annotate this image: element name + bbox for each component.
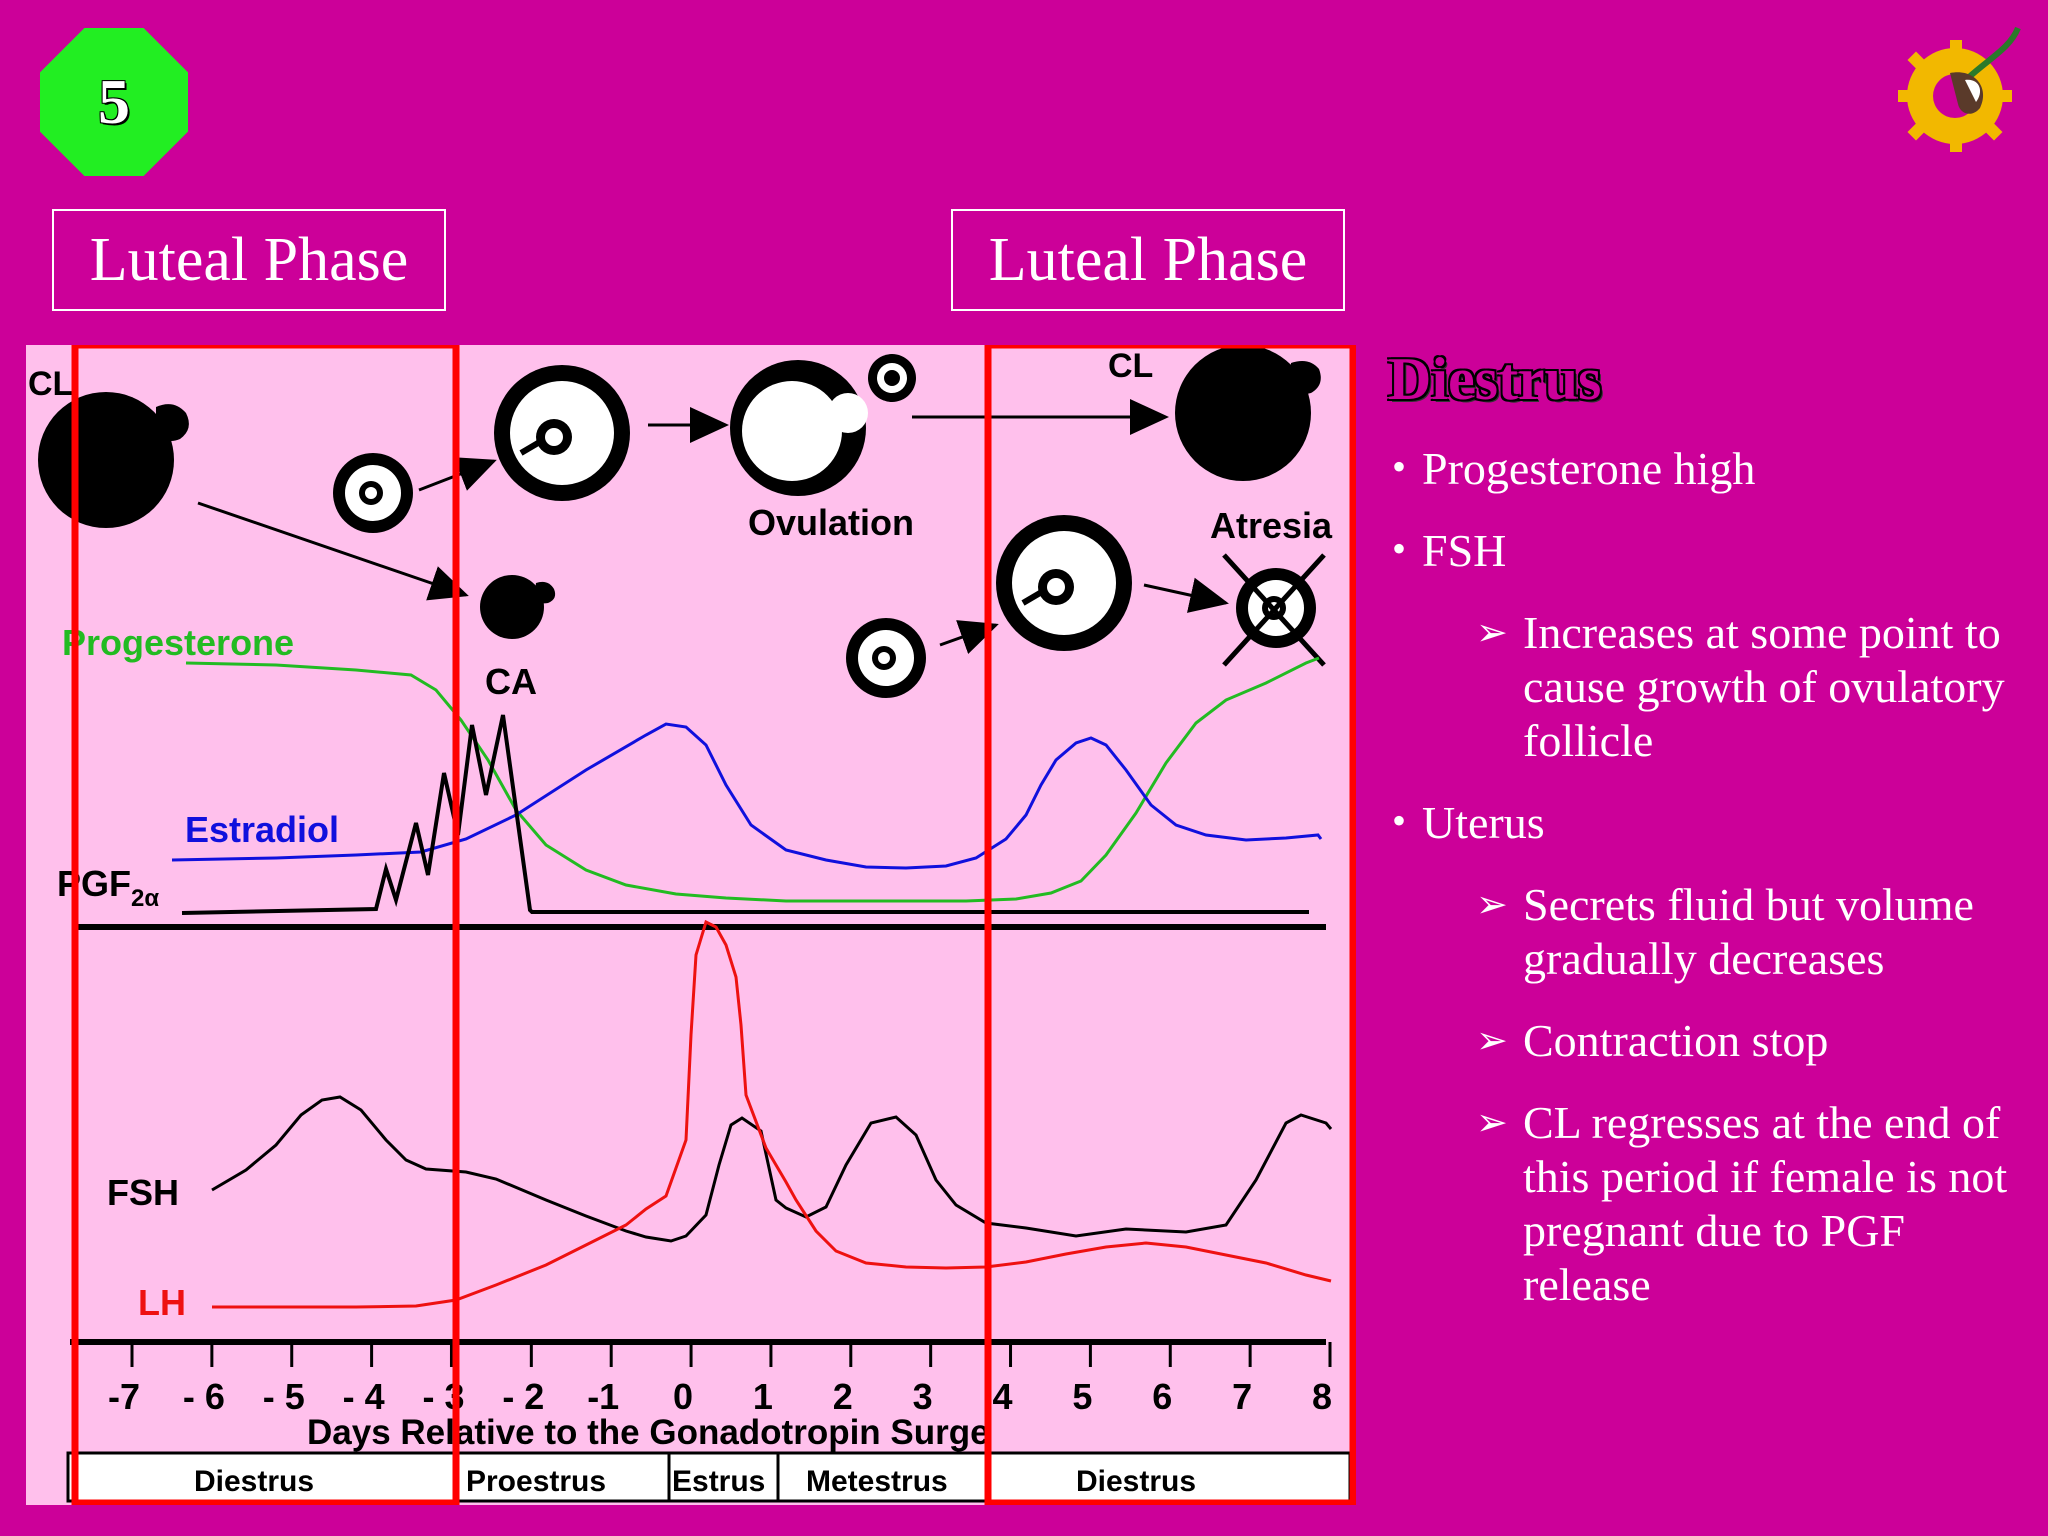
pgf2a-curve — [181, 714, 1309, 915]
x-axis-title: Days Relative to the Gonadotropin Surge — [307, 1413, 990, 1452]
slide-number-badge: 5 — [40, 28, 188, 176]
day-tick-label: 6 — [1152, 1376, 1172, 1417]
bullet-progesterone: Progesterone high — [1388, 440, 2028, 496]
stage-diestrus-left: Diestrus — [194, 1465, 314, 1498]
day-tick-label: -1 — [587, 1376, 619, 1417]
cl-right-label: CL — [1108, 347, 1153, 385]
estrous-cycle-diagram: CL CL Ovulation Atresia CA Progesterone … — [26, 345, 1356, 1505]
ovulation-label: Ovulation — [748, 502, 914, 543]
sub-contraction-stop: Contraction stop — [1388, 1014, 2028, 1068]
stage-metestrus: Metestrus — [806, 1465, 948, 1498]
progesterone-curve — [185, 656, 1320, 903]
pgf-label: PGF2α — [57, 863, 159, 912]
stage-proestrus: Proestrus — [466, 1465, 606, 1498]
luteal-phase-label-left: Luteal Phase — [52, 209, 446, 311]
small-follicle-2-icon — [846, 618, 926, 698]
day-tick-label: 7 — [1232, 1376, 1252, 1417]
day-tick-label: 3 — [913, 1376, 933, 1417]
day-tick-label: 5 — [1072, 1376, 1092, 1417]
tick-marks — [130, 1342, 1332, 1367]
slide-number: 5 — [98, 66, 130, 137]
atretic-follicle-icon — [1222, 553, 1326, 667]
estradiol-label: Estradiol — [185, 809, 339, 850]
sub-cl-regresses: CL regresses at the end of this period i… — [1388, 1096, 2028, 1312]
bullet-fsh: FSH — [1388, 522, 2028, 578]
corpus-luteum-right-icon — [1175, 345, 1321, 481]
day-tick-label: - 4 — [343, 1376, 385, 1417]
lh-label: LH — [138, 1282, 186, 1323]
progesterone-label: Progesterone — [62, 622, 294, 663]
atresia-label: Atresia — [1210, 505, 1333, 546]
ca-label: CA — [485, 661, 537, 702]
stage-bar — [66, 1451, 1352, 1503]
growing-follicle-2-icon — [996, 515, 1132, 651]
day-tick-label: -7 — [108, 1376, 140, 1417]
luteal-phase-label-right: Luteal Phase — [951, 209, 1345, 311]
stage-estrus: Estrus — [672, 1465, 765, 1498]
lh-curve — [212, 919, 1332, 1309]
sub-fsh-increase: Increases at some point to cause growth … — [1388, 606, 2028, 768]
stage-diestrus-right: Diestrus — [1076, 1465, 1196, 1498]
bullet-uterus: Uterus — [1388, 794, 2028, 850]
day-tick-label: 8 — [1312, 1376, 1332, 1417]
diestrus-notes: Diestrus Progesterone high FSH Increases… — [1388, 345, 2028, 1340]
day-tick-label: 1 — [753, 1376, 773, 1417]
day-tick-label: - 5 — [263, 1376, 305, 1417]
cl-left-label: CL — [28, 365, 73, 403]
sub-uterus-fluid: Secrets fluid but volume gradually decre… — [1388, 878, 2028, 986]
notes-heading: Diestrus — [1388, 346, 1602, 412]
day-tick-label: 4 — [993, 1376, 1013, 1417]
day-tick-label: 2 — [833, 1376, 853, 1417]
corpus-albicans-icon — [480, 575, 556, 639]
university-logo-icon — [1898, 26, 2021, 152]
fsh-curve — [211, 1095, 1333, 1243]
small-follicle-icon — [333, 453, 413, 533]
highlight-box-left — [71, 345, 460, 1505]
highlight-box-right — [984, 345, 1356, 1505]
fsh-label: FSH — [107, 1172, 179, 1213]
growing-follicle-icon — [494, 365, 630, 501]
released-oocyte-icon — [868, 354, 916, 402]
day-tick-label: 0 — [673, 1376, 693, 1417]
estradiol-curve — [171, 722, 1323, 870]
day-tick-label: - 2 — [502, 1376, 544, 1417]
ovulating-follicle-icon — [730, 360, 868, 496]
day-tick-label: - 6 — [183, 1376, 225, 1417]
